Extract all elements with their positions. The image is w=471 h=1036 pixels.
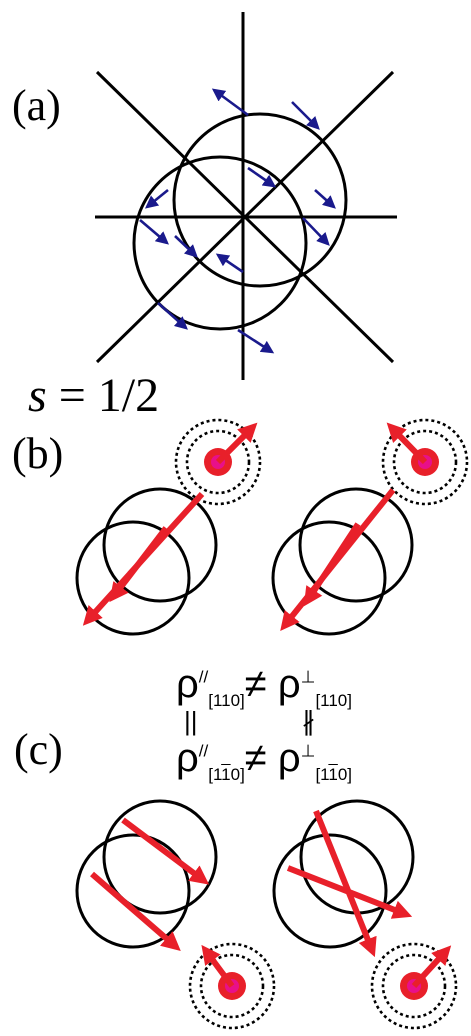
- c-left-red-arrow-2: [90, 871, 181, 952]
- b-left-circle-lower: [75, 520, 191, 636]
- blue-arrow: [291, 101, 320, 130]
- panel-b-diagram: [75, 418, 469, 636]
- circle-upper-right: [172, 112, 348, 288]
- blue-arrow: [237, 328, 275, 354]
- circle-lower-left: [132, 155, 308, 331]
- panel-label-c: (c): [14, 725, 63, 774]
- spin-value: 1/2: [97, 369, 160, 422]
- spin-dot-c-left: [188, 942, 276, 1030]
- spin-dot-b-right: [381, 418, 469, 506]
- spin-dot-b-left: [174, 418, 262, 506]
- b-right-circle-lower: [271, 520, 387, 636]
- blue-arrow: [215, 253, 244, 274]
- spin-label: s = 1/2: [28, 372, 159, 420]
- b-left-red-arrow-2: [109, 526, 169, 603]
- relation-row-1: ρ//[110]≠ ρ⊥[110]: [176, 662, 352, 710]
- c-left-red-arrow-1: [121, 817, 210, 885]
- spin-symbol: s: [28, 369, 47, 422]
- spin-equals: =: [46, 369, 98, 422]
- spin-dot-c-right: [370, 942, 458, 1030]
- b-left-circle-upper: [102, 487, 218, 603]
- panel-a-diagram: [95, 12, 397, 380]
- blue-arrow: [211, 88, 249, 117]
- c-right-red-arrow-2: [313, 809, 377, 958]
- blue-arrow: [302, 217, 330, 246]
- panel-label-b: (b): [12, 429, 64, 478]
- c-right-circle-lower: [272, 833, 388, 949]
- panel-a-blue-arrows: [139, 88, 336, 354]
- c-left-circle-upper: [102, 799, 218, 915]
- blue-arrow: [174, 235, 198, 258]
- blue-arrow: [157, 302, 188, 330]
- blue-arrow: [144, 188, 169, 209]
- parallel-symbol: ||: [184, 706, 198, 736]
- panel-label-a: (a): [12, 81, 61, 130]
- relation-row-2: ρ//[110]≠ ρ⊥[110]: [176, 736, 353, 784]
- not-parallel-symbol: ∦: [302, 706, 315, 736]
- blue-arrow: [247, 166, 277, 188]
- not-equal-symbol: ≠: [244, 736, 267, 780]
- blue-arrow: [139, 219, 169, 245]
- not-equal-symbol: ≠: [244, 662, 267, 706]
- c-left-circle-lower: [75, 833, 191, 949]
- diagonal-axis-2: [95, 70, 395, 364]
- b-right-red-arrow-2: [303, 522, 361, 607]
- b-right-circle-upper: [298, 487, 414, 603]
- panel-c-diagram: [75, 799, 458, 1030]
- blue-arrow: [314, 189, 336, 209]
